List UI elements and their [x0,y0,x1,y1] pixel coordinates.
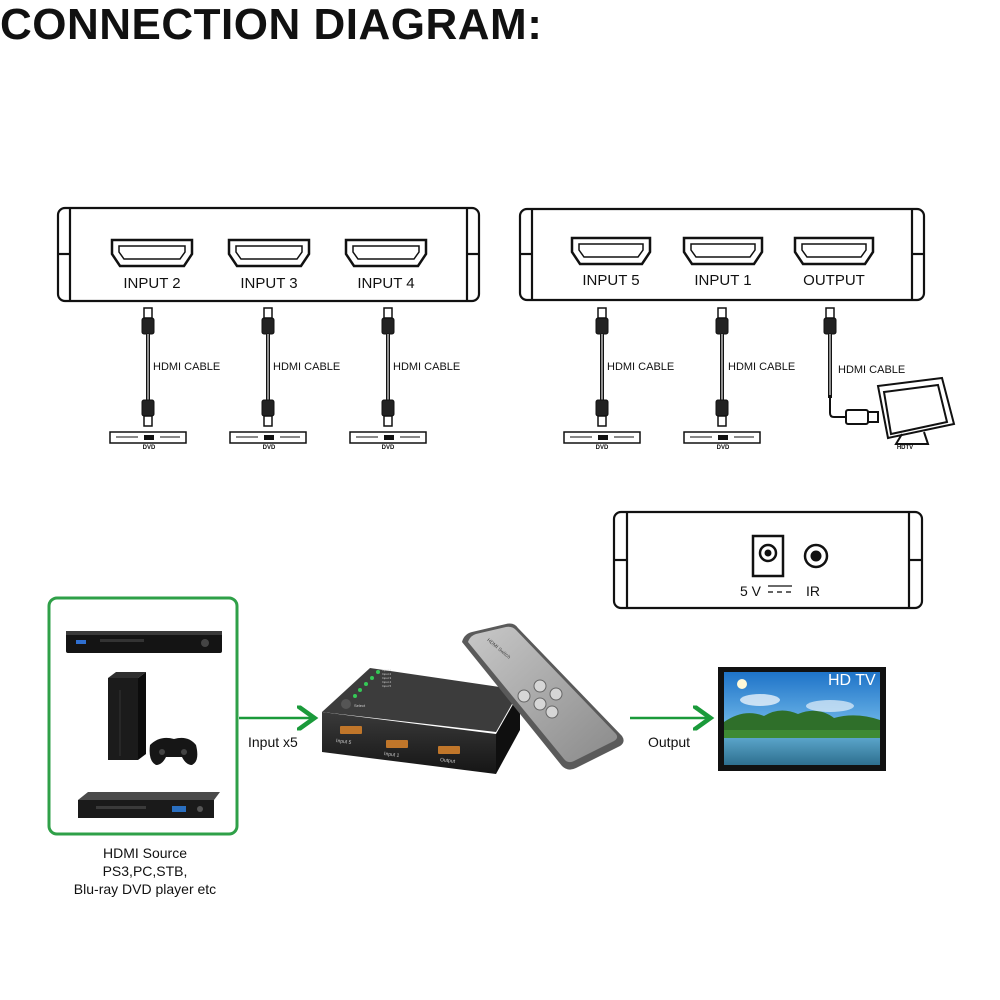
hdmi-port-output [793,236,875,266]
source-caption-line-2: PS3,PC,STB, [102,863,188,879]
remote-control-image [462,623,624,770]
power-panel [612,510,924,610]
cable-label-input-3: HDMI CABLE [273,361,341,373]
switch-led-labels: Input 1 Input 2 Input 3 Input 4 Input 5 [382,668,392,688]
hdmi-switch-image [322,668,520,774]
hdmi-port-input-2 [110,238,194,268]
cable-label-input-1: HDMI CABLE [728,361,796,373]
bluray-player-image [66,631,222,653]
switch-select-label: Select [354,703,366,708]
dvd-label-4: DVD [595,445,609,451]
dvd-label-3: DVD [381,445,395,451]
ir-label: IR [806,583,820,599]
hd-tv-image [718,667,886,771]
cable-label-input-4: HDMI CABLE [393,361,461,373]
port-label-input-4: INPUT 4 [357,275,415,292]
source-caption-line-1: HDMI Source [102,845,188,861]
left-panel [56,206,481,303]
hdmi-port-input-5 [570,236,652,266]
dvd-devices [109,431,761,444]
hdmi-port-input-3 [227,238,311,268]
input-arrow-label: Input x5 [248,734,298,750]
port-label-input-3: INPUT 3 [240,275,298,292]
port-label-input-5: INPUT 5 [582,272,640,289]
cable-label-input-2: HDMI CABLE [153,361,221,373]
cable-label-output: HDMI CABLE [838,364,906,376]
dvd-device-4 [563,431,641,444]
port-label-input-2: INPUT 2 [123,275,181,292]
ps4-console-image [108,672,198,765]
dvd-label-5: DVD [716,445,730,451]
output-arrow-label: Output [648,734,691,750]
dvd-device-5 [683,431,761,444]
cable-label-input-5: HDMI CABLE [607,361,675,373]
port-label-output: OUTPUT [803,272,865,289]
port-label-input-1: INPUT 1 [694,272,752,289]
dc-symbol-icon [768,585,792,593]
hdmi-cables [141,307,837,427]
power-label: 5 V [740,583,762,599]
dvd-label-1: DVD [142,445,156,451]
hd-tv-label: HD TV [828,672,876,689]
page-title: CONNECTION DIAGRAM: [0,0,543,49]
hdmi-cable-2 [261,307,275,427]
dvd-device-3 [349,431,427,444]
hdmi-cable-1 [141,307,155,427]
source-caption: HDMI Source PS3,PC,STB, Blu-ray DVD play… [40,844,250,898]
source-caption-line-3: Blu-ray DVD player etc [73,881,217,897]
right-panel [518,207,926,302]
hdmi-cable-3 [381,307,395,427]
hdtv-label: HDTV [896,445,914,451]
dvd-label-2: DVD [262,445,276,451]
power-jack-icon [751,534,785,578]
hdmi-port-input-1 [682,236,764,266]
dvd-player-image [78,792,220,818]
hdmi-cable-output [823,307,837,398]
ir-port-icon [803,543,829,569]
dvd-device-1 [109,431,187,444]
hdmi-cable-4 [595,307,609,427]
hdmi-port-input-4 [344,238,428,268]
hdtv-icon [829,376,956,445]
hdmi-cable-5 [715,307,729,427]
dvd-device-2 [229,431,307,444]
